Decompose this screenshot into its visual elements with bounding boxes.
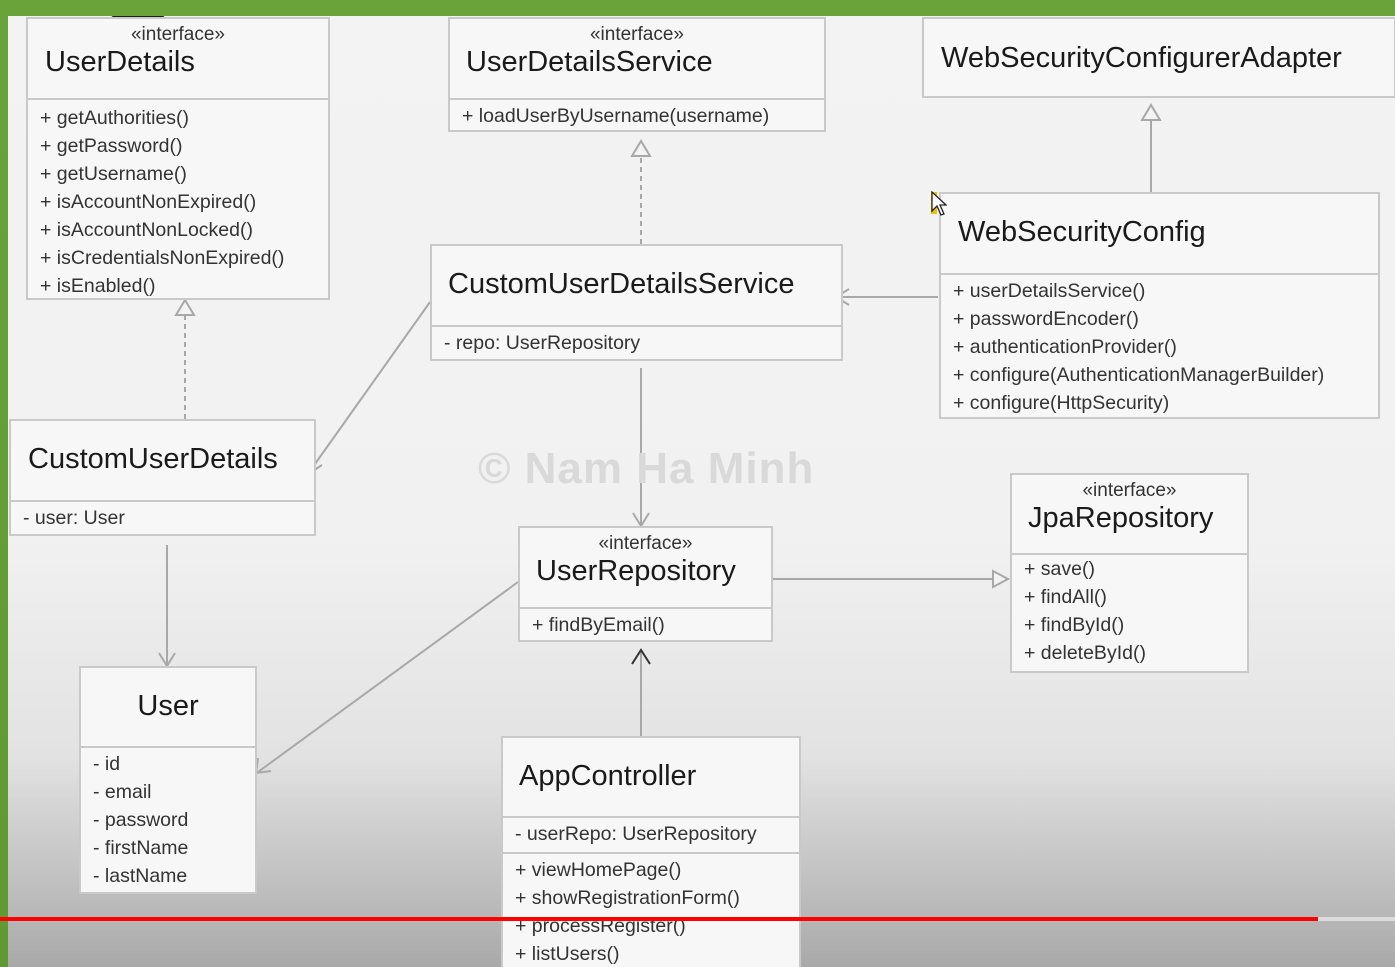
method-row: + configure(HttpSecurity) xyxy=(953,392,1170,414)
class-name: CustomUserDetailsService xyxy=(448,268,795,300)
method-row: + viewHomePage() xyxy=(515,859,682,881)
video-progress-fill xyxy=(0,917,1319,921)
mouse-pointer-icon xyxy=(931,191,947,216)
diagram-canvas: «interface» UserDetails + getAuthorities… xyxy=(8,16,1395,967)
method-row: + authenticationProvider() xyxy=(953,336,1177,358)
generalization-arrowhead-adapter xyxy=(1140,103,1162,121)
class-name: AppController xyxy=(519,760,697,792)
method-row: + save() xyxy=(1024,558,1095,580)
method-row: + loadUserByUsername(username) xyxy=(462,105,770,127)
method-row: + getUsername() xyxy=(40,163,187,185)
video-progress-bar[interactable] xyxy=(0,917,1395,921)
stereotype-label: «interface» xyxy=(589,24,684,45)
method-row: + findById() xyxy=(1024,614,1125,636)
class-userdetailsservice: «interface» UserDetailsService + loadUse… xyxy=(448,17,826,132)
method-row: + configure(AuthenticationManagerBuilder… xyxy=(953,364,1325,386)
association-cuds-customuserdetails xyxy=(309,301,431,472)
methods-section: + getAuthorities() + getPassword() + get… xyxy=(28,100,328,304)
class-name: WebSecurityConfig xyxy=(958,216,1206,248)
class-name: CustomUserDetails xyxy=(28,443,278,475)
attribute-row: - user: User xyxy=(23,507,125,529)
method-row: + findAll() xyxy=(1024,586,1107,608)
method-row: + isAccountNonLocked() xyxy=(40,219,253,241)
attribute-row: - userRepo: UserRepository xyxy=(515,823,757,845)
class-customuserdetailsservice: CustomUserDetailsService - repo: UserRep… xyxy=(430,244,843,361)
generalization-arrowhead-jpa xyxy=(992,569,1011,589)
class-user: User - id - email - password - firstName… xyxy=(79,666,257,894)
association-arrowhead-userrepository-2 xyxy=(631,648,651,665)
attribute-row: - id xyxy=(93,753,121,775)
class-name: WebSecurityConfigurerAdapter xyxy=(941,42,1342,74)
realization-arrowhead-userdetails xyxy=(174,298,196,316)
class-name: JpaRepository xyxy=(1028,502,1214,534)
attributes-section: - id - email - password - firstName - la… xyxy=(81,748,255,894)
class-name: UserRepository xyxy=(536,555,736,587)
attribute-row: - lastName xyxy=(93,865,188,887)
class-name: User xyxy=(137,690,199,722)
attributes-section: - user: User xyxy=(11,502,314,536)
class-jparepository: «interface» JpaRepository + save() + fin… xyxy=(1010,473,1249,673)
stereotype-label: «interface» xyxy=(1082,480,1177,501)
methods-section: + findByEmail() xyxy=(520,609,771,643)
association-userrepository-user xyxy=(257,581,519,773)
method-row: + findByEmail() xyxy=(532,614,665,636)
class-name: UserDetails xyxy=(45,46,195,78)
method-row: + getAuthorities() xyxy=(40,107,190,129)
attribute-row: - password xyxy=(93,809,189,831)
method-row: + showRegistrationForm() xyxy=(515,887,740,909)
stereotype-label: «interface» xyxy=(598,533,693,554)
method-row: + getPassword() xyxy=(40,135,183,157)
class-appcontroller: AppController - userRepo: UserRepository… xyxy=(501,736,801,967)
attributes-section: - userRepo: UserRepository xyxy=(503,818,799,854)
watermark: © Nam Ha Minh xyxy=(478,444,815,493)
method-row: + isCredentialsNonExpired() xyxy=(40,247,285,269)
class-userrepository: «interface» UserRepository + findByEmail… xyxy=(518,526,773,642)
method-row: + listUsers() xyxy=(515,943,620,965)
methods-section: + userDetailsService() + passwordEncoder… xyxy=(941,275,1378,421)
attribute-row: - email xyxy=(93,781,152,803)
class-customuserdetails: CustomUserDetails - user: User xyxy=(9,419,316,536)
method-row: + isEnabled() xyxy=(40,275,156,297)
class-name: UserDetailsService xyxy=(466,46,713,78)
methods-section: + loadUserByUsername(username) xyxy=(450,100,824,134)
method-row: + deleteById() xyxy=(1024,642,1146,664)
class-websecurityconfigureradapter: WebSecurityConfigurerAdapter xyxy=(922,17,1395,98)
method-row: + userDetailsService() xyxy=(953,280,1146,302)
realization-arrowhead-uds xyxy=(630,139,652,157)
class-userdetails: «interface» UserDetails + getAuthorities… xyxy=(26,17,330,300)
methods-section: + viewHomePage() + showRegistrationForm(… xyxy=(503,854,799,967)
attributes-section: - repo: UserRepository xyxy=(432,327,841,361)
method-row: + isAccountNonExpired() xyxy=(40,191,257,213)
stereotype-label: «interface» xyxy=(130,24,225,45)
methods-section: + save() + findAll() + findById() + dele… xyxy=(1012,555,1247,671)
attribute-row: - repo: UserRepository xyxy=(444,332,641,354)
class-websecurityconfig: WebSecurityConfig + userDetailsService()… xyxy=(939,192,1380,419)
attribute-row: - firstName xyxy=(93,837,189,859)
method-row: + passwordEncoder() xyxy=(953,308,1139,330)
